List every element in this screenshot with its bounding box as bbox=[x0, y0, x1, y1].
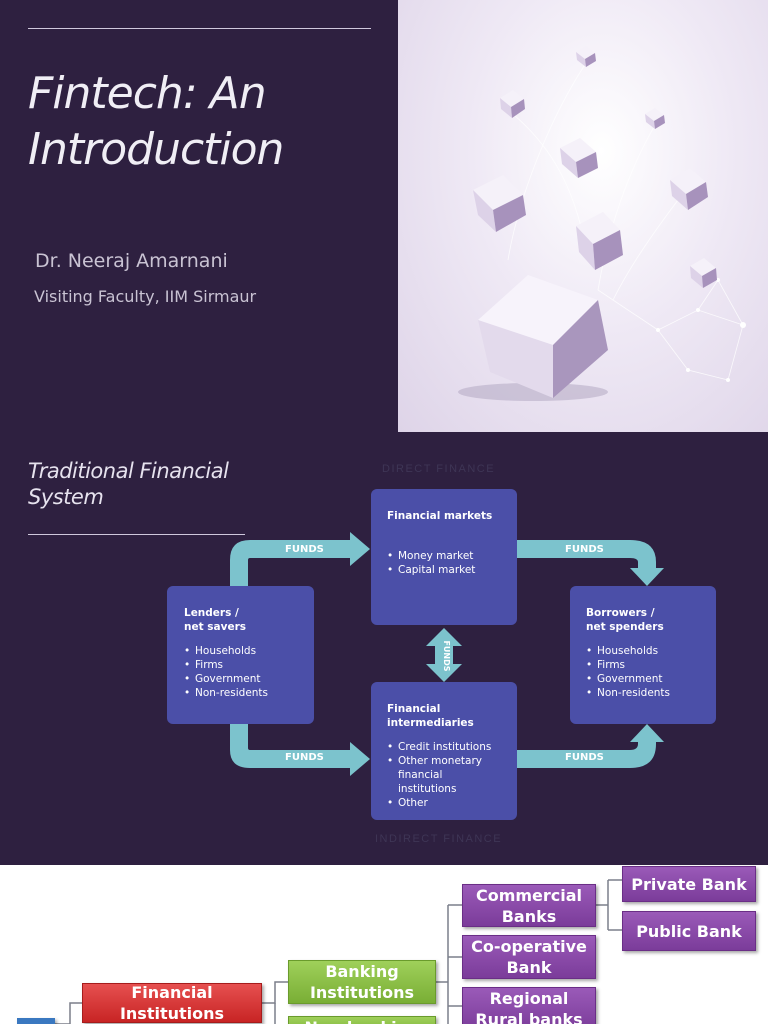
lenders-box: Lenders / net savers Households Firms Go… bbox=[167, 586, 314, 724]
arrow-intermediaries-to-borrowers bbox=[517, 724, 664, 768]
list-item: Other bbox=[387, 796, 501, 810]
list-item: Other monetary financial institutions bbox=[387, 754, 501, 796]
list-item: Households bbox=[586, 644, 700, 658]
list-item: Government bbox=[586, 672, 700, 686]
list-item: Capital market bbox=[387, 563, 501, 577]
top-rule bbox=[28, 28, 371, 29]
public-bank-node: Public Bank bbox=[622, 911, 756, 951]
cubes-art bbox=[458, 46, 746, 401]
financial-markets-box: Financial markets Money market Capital m… bbox=[371, 489, 517, 625]
box-title-line-2: intermediaries bbox=[387, 717, 474, 729]
root-node bbox=[17, 1018, 55, 1024]
box-title-line-1: Financial bbox=[387, 703, 441, 715]
cooperative-bank-node: Co-operative Bank bbox=[462, 935, 596, 979]
funds-label-top-right: FUNDS bbox=[565, 544, 604, 555]
list-item: Credit institutions bbox=[387, 740, 501, 754]
tree-connectors bbox=[55, 879, 622, 1024]
funds-flow-arrows: FUNDS bbox=[230, 532, 664, 776]
non-banking-node: Non-banking bbox=[288, 1016, 436, 1024]
box-title-line-2: net savers bbox=[184, 621, 247, 633]
funds-label-top-left: FUNDS bbox=[285, 544, 324, 555]
indirect-finance-label: INDIRECT FINANCE bbox=[375, 833, 503, 845]
list-item: Households bbox=[184, 644, 297, 658]
box-title-line-1: Lenders / bbox=[184, 607, 239, 619]
funds-label-bottom-left: FUNDS bbox=[285, 752, 324, 763]
commercial-banks-node: Commercial Banks bbox=[462, 884, 596, 927]
financial-institutions-node: Financial Institutions bbox=[82, 983, 262, 1023]
borrowers-box: Borrowers / net spenders Households Firm… bbox=[570, 586, 716, 724]
title-slide: Fintech: An Introduction Dr. Neeraj Amar… bbox=[0, 0, 768, 432]
arrow-markets-intermediaries bbox=[426, 628, 462, 682]
direct-finance-label: DIRECT FINANCE bbox=[382, 463, 496, 475]
financial-intermediaries-box: Financial intermediaries Credit institut… bbox=[371, 682, 517, 820]
author-name: Dr. Neeraj Amarnani bbox=[35, 250, 228, 272]
list-item: Firms bbox=[586, 658, 700, 672]
author-affiliation: Visiting Faculty, IIM Sirmaur bbox=[34, 287, 257, 306]
regional-rural-banks-node: Regional Rural banks bbox=[462, 987, 596, 1024]
box-title-line-1: Borrowers / bbox=[586, 607, 655, 619]
title-rule bbox=[28, 534, 245, 535]
slide-title: Traditional Financial System bbox=[28, 459, 229, 509]
list-item: Non-residents bbox=[184, 686, 297, 700]
funds-label-bottom-right: FUNDS bbox=[565, 752, 604, 763]
box-title-line-2: net spenders bbox=[586, 621, 664, 633]
title-line-2: Introduction bbox=[28, 124, 284, 175]
list-item: Money market bbox=[387, 549, 501, 563]
institutions-tree-slide: Financial Institutions Banking Instituti… bbox=[0, 865, 768, 1024]
title-line-1: Fintech: An bbox=[28, 68, 267, 119]
list-item: Government bbox=[184, 672, 297, 686]
arrow-markets-to-borrowers bbox=[517, 540, 664, 586]
arrow-lenders-to-markets bbox=[230, 532, 370, 586]
slide-title: Fintech: An Introduction bbox=[28, 66, 388, 178]
list-item: Firms bbox=[184, 658, 297, 672]
financial-system-slide: Traditional Financial System DIRECT FINA… bbox=[0, 432, 768, 865]
banking-institutions-node: Banking Institutions bbox=[288, 960, 436, 1004]
funds-vertical-label: FUNDS bbox=[442, 640, 451, 671]
arrow-lenders-to-intermediaries bbox=[230, 724, 370, 776]
list-item: Non-residents bbox=[586, 686, 700, 700]
private-bank-node: Private Bank bbox=[622, 866, 756, 902]
cubes-illustration bbox=[398, 0, 768, 432]
box-title: Financial markets bbox=[387, 510, 493, 522]
